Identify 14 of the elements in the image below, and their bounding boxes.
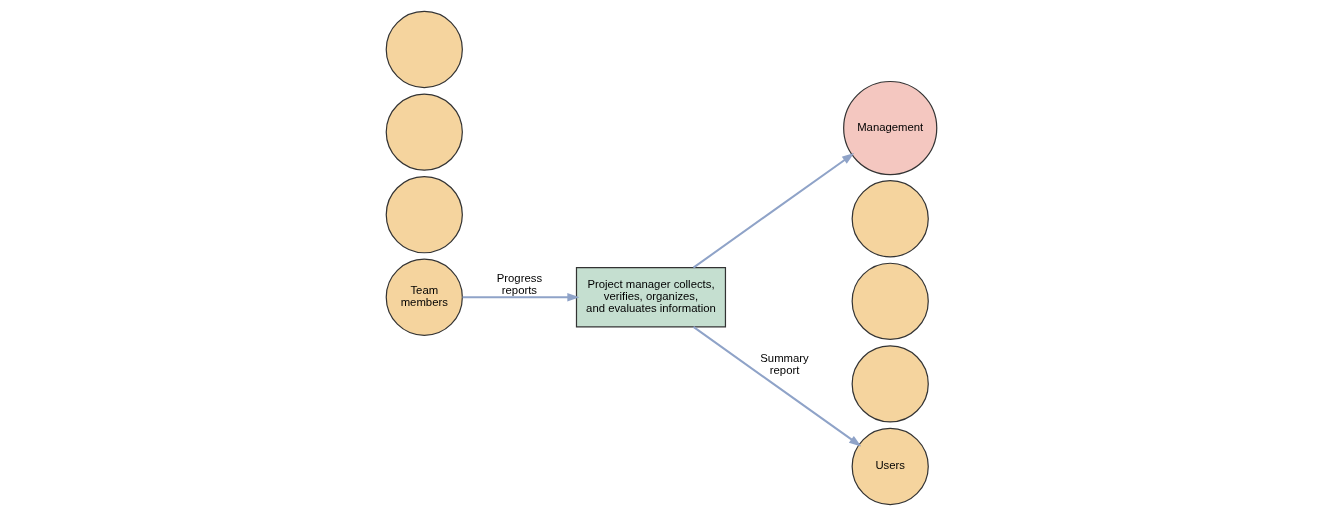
arrow	[692, 153, 854, 269]
node-circle: Users	[851, 427, 929, 506]
node-circle	[385, 93, 463, 171]
node-box: Project manager collects, verifies, organizes, and evaluates information	[575, 267, 726, 328]
node-circle: Team members	[385, 258, 463, 336]
edge-label: Progress reports	[496, 272, 542, 297]
node-circle	[385, 10, 463, 89]
arrow	[692, 326, 861, 447]
arrow	[462, 293, 579, 302]
node-circle	[851, 180, 929, 258]
node-circle	[851, 345, 929, 423]
edge-label: Summary report	[759, 352, 809, 377]
node-circle	[851, 262, 929, 340]
node-circle	[385, 176, 463, 254]
